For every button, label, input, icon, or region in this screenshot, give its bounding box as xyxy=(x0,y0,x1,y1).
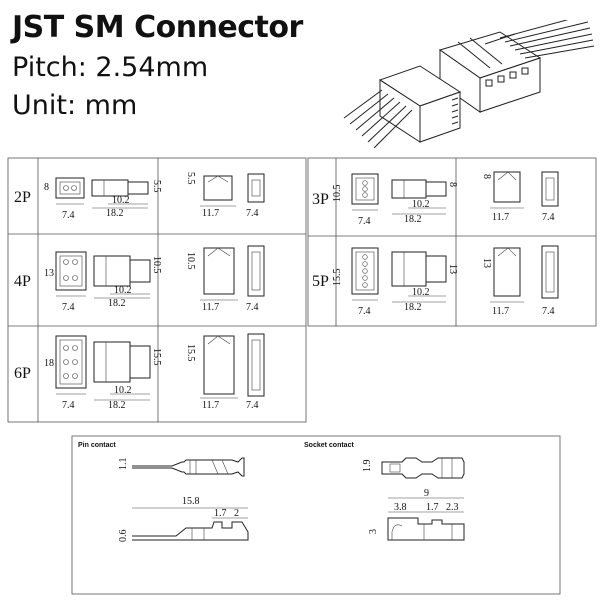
dim-top-width: 11.7 xyxy=(492,212,509,223)
table-row: 4P 13 7.4 10.2 18.2 10.5 11.7 10.5 7.4 xyxy=(14,245,265,313)
dim-top-height: 15.5 xyxy=(185,344,196,362)
dim-front-height: 18 xyxy=(44,358,54,369)
dim-top-height: 8 xyxy=(481,174,492,179)
unit-label: Unit: mm xyxy=(12,90,138,121)
dim-side-a: 10.2 xyxy=(114,285,132,296)
dim-front-height: 13 xyxy=(44,268,54,279)
socket-contact-side: 9 3.8 1.7 2.3 3 xyxy=(368,488,465,541)
pin-contact-side: 15.8 1.7 2 0.6 xyxy=(118,496,249,543)
dim-end-width: 7.4 xyxy=(246,400,259,411)
dim-side-height: 8 xyxy=(447,182,458,187)
dim-side-height: 15.5 xyxy=(151,348,162,366)
dim-front-width: 7.4 xyxy=(62,400,75,411)
dim-end-width: 7.4 xyxy=(542,306,555,317)
row-label: 4P xyxy=(14,273,31,290)
dim-front-height: 15.5 xyxy=(332,269,343,287)
pin-length-dim: 15.8 xyxy=(182,496,200,507)
pin-thickness-dim: 0.6 xyxy=(118,530,129,543)
row-label: 6P xyxy=(14,365,31,382)
dim-front-width: 7.4 xyxy=(358,216,371,227)
pin-d1-dim: 1.7 xyxy=(214,508,227,519)
dim-top-height: 13 xyxy=(481,258,492,268)
socket-d1-dim: 3.8 xyxy=(394,502,407,513)
dim-side-height: 13 xyxy=(447,264,458,274)
pin-d2-dim: 2 xyxy=(234,508,239,519)
dim-front-height: 10.5 xyxy=(332,185,343,203)
dim-top-width: 11.7 xyxy=(202,302,219,313)
table-row: 5P 15.5 7.4 10.2 18.2 13 11.7 13 7.4 xyxy=(312,245,559,317)
pin-contact-title: Pin contact xyxy=(78,442,116,449)
pin-contact-top: 1.1 xyxy=(118,457,245,477)
dim-side-a: 10.2 xyxy=(114,385,132,396)
socket-height-dim: 1.9 xyxy=(362,460,373,473)
dim-side-b: 18.2 xyxy=(404,302,422,313)
dim-side-height: 10.5 xyxy=(151,256,162,274)
dim-side-a: 10.2 xyxy=(112,195,130,206)
socket-d3-dim: 2.3 xyxy=(446,502,459,513)
dim-side-b: 18.2 xyxy=(404,214,422,225)
dim-top-width: 11.7 xyxy=(202,208,219,219)
dim-front-width: 7.4 xyxy=(62,302,75,313)
table-right: 3P 10.5 7.4 10.2 18.2 8 11.7 8 7.4 5P 15… xyxy=(312,171,559,317)
table-row: 6P 18 7.4 10.2 18.2 15.5 11.7 15.5 7.4 xyxy=(14,333,265,411)
contacts-panel: Pin contact Socket contact 1.1 15.8 1.7 … xyxy=(78,442,465,543)
row-label: 2P xyxy=(14,189,31,206)
dim-top-height: 10.5 xyxy=(185,252,196,270)
dim-side-a: 10.2 xyxy=(412,199,430,210)
row-label: 5P xyxy=(312,273,329,290)
dim-front-width: 7.4 xyxy=(62,210,75,221)
dim-end-width: 7.4 xyxy=(246,302,259,313)
dim-side-b: 18.2 xyxy=(108,298,126,309)
pitch-label: Pitch: 2.54mm xyxy=(12,52,209,83)
dim-side-a: 10.2 xyxy=(412,287,430,298)
socket-d2-dim: 1.7 xyxy=(426,502,439,513)
pin-height-dim: 1.1 xyxy=(118,458,129,471)
socket-h-dim: 3 xyxy=(368,529,379,534)
table-left: 2P 8 7.4 10.2 18.2 5.5 11.7 5.5 7.4 4P 1 xyxy=(14,172,265,411)
dim-front-height: 8 xyxy=(44,182,49,193)
dim-side-b: 18.2 xyxy=(106,208,124,219)
dim-top-width: 11.7 xyxy=(492,306,509,317)
dim-end-width: 7.4 xyxy=(542,212,555,223)
page-title: JST SM Connector xyxy=(12,10,303,45)
socket-contact-top: 1.9 xyxy=(362,457,465,479)
dim-top-width: 11.7 xyxy=(202,400,219,411)
row-label: 3P xyxy=(312,191,329,208)
dim-side-b: 18.2 xyxy=(108,400,126,411)
connector-illustration xyxy=(343,20,595,149)
dim-side-height: 5.5 xyxy=(151,180,162,193)
socket-length-dim: 9 xyxy=(424,488,429,499)
dim-top-height: 5.5 xyxy=(185,172,196,185)
dim-end-width: 7.4 xyxy=(246,208,259,219)
table-row: 2P 8 7.4 10.2 18.2 5.5 11.7 5.5 7.4 xyxy=(14,172,265,221)
socket-contact-title: Socket contact xyxy=(304,442,354,449)
dim-front-width: 7.4 xyxy=(358,306,371,317)
table-row: 3P 10.5 7.4 10.2 18.2 8 11.7 8 7.4 xyxy=(312,171,559,227)
